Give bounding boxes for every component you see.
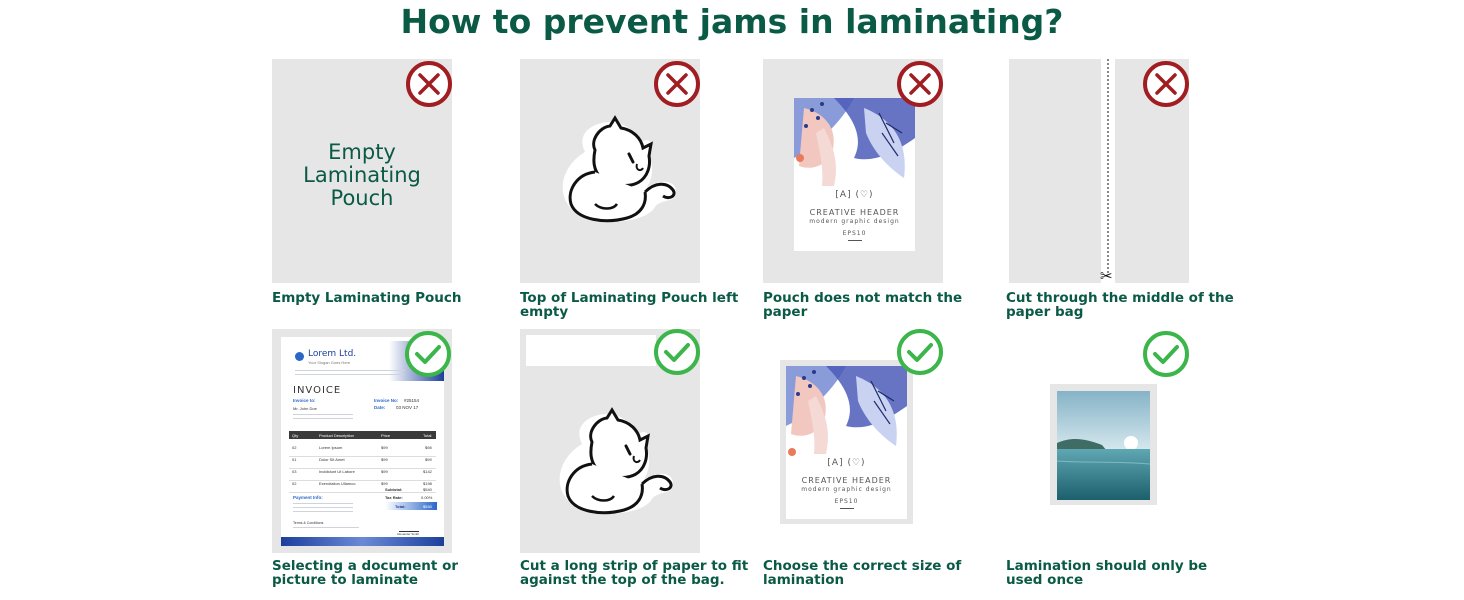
table-row: 03 Incididunt Ut Labore $99 $142 xyxy=(289,469,436,481)
row-description: Incididunt Ut Labore xyxy=(319,469,355,474)
row-total: $142 xyxy=(423,469,432,474)
poster-subheader: modern graphic design xyxy=(801,486,892,493)
row-qty: 03 xyxy=(292,469,297,474)
table-row: 02 Lorem Ipsum $99 $98 xyxy=(289,445,436,457)
row-price: $99 xyxy=(381,457,388,462)
pouch-label-line-3: Pouch xyxy=(330,186,394,210)
creative-poster-image: [A] (♡) CREATIVE HEADER modern graphic d… xyxy=(794,98,915,251)
invoice-no: #25154 xyxy=(404,398,420,403)
subtotal-value: $540 xyxy=(423,487,432,492)
table-row: 02 Exercitation Ullamco $99 $198 xyxy=(289,481,436,493)
col-price: Price xyxy=(381,433,391,438)
poster-logo: [A] (♡) xyxy=(827,458,866,468)
x-circle-icon xyxy=(654,61,700,107)
invoice-rows: 02 Lorem Ipsum $99 $98 01 Dolor Sit Amet… xyxy=(289,445,436,493)
row-total: $198 xyxy=(423,481,432,486)
caption-correct-size: Choose the correct size of lamination xyxy=(763,558,962,588)
company-name: Lorem Ltd. xyxy=(308,349,357,359)
caption-cut-middle: Cut through the middle of the paper bag xyxy=(1006,290,1234,320)
row-description: Lorem Ipsum xyxy=(319,445,343,450)
creative-poster-image: [A] (♡) CREATIVE HEADER modern graphic d… xyxy=(786,366,907,519)
row-description: Dolor Sit Amet xyxy=(319,457,345,462)
x-circle-icon xyxy=(406,61,452,107)
poster-eps: EPS10 xyxy=(834,498,859,505)
client-name: Mr. John Doe xyxy=(293,406,317,411)
date-value: 03 NOV 17 xyxy=(396,405,419,410)
x-circle-icon xyxy=(897,61,943,107)
caption-mismatch: Pouch does not match the paper xyxy=(763,290,963,320)
caption-strip: Cut a long strip of paper to fit against… xyxy=(520,558,749,588)
total-bar xyxy=(385,502,437,510)
invoice-to-label: Invoice to: xyxy=(293,398,316,403)
pouch-panel-left xyxy=(1009,59,1101,283)
tax-value: 0.00% xyxy=(421,495,433,500)
caption-empty-pouch: Empty Laminating Pouch xyxy=(272,290,462,306)
cut-line xyxy=(1107,59,1109,273)
pouch-label-line-1: Empty xyxy=(328,140,396,164)
check-circle-icon xyxy=(654,329,700,375)
tax-label: Tax Rate: xyxy=(385,495,403,500)
row-description: Exercitation Ullamco xyxy=(319,481,356,486)
scissors-icon: ✂ xyxy=(1100,267,1113,285)
poster-eps: EPS10 xyxy=(842,230,867,237)
row-price: $99 xyxy=(381,481,388,486)
date-label: Date: xyxy=(374,405,386,410)
payment-label: Payment Info: xyxy=(293,495,323,500)
caption-top-empty: Top of Laminating Pouch left empty xyxy=(520,290,739,320)
cat-sticker-image xyxy=(562,115,676,223)
signature-image xyxy=(399,525,419,532)
check-circle-icon xyxy=(405,331,451,377)
row-price: $99 xyxy=(381,469,388,474)
pouch-label-line-2: Laminating xyxy=(303,163,421,187)
check-circle-icon xyxy=(897,329,943,375)
invoice-heading: INVOICE xyxy=(293,385,342,396)
table-row: 01 Dolor Sit Amet $99 $99 xyxy=(289,457,436,469)
x-circle-icon xyxy=(1143,61,1189,107)
company-logo-icon xyxy=(295,352,304,361)
row-qty: 01 xyxy=(292,457,297,462)
poster-header: CREATIVE HEADER xyxy=(809,208,900,217)
caption-once: Lamination should only be used once xyxy=(1006,558,1208,588)
cat-sticker-image xyxy=(559,407,673,515)
company-tagline: Your Slogan Goes Here xyxy=(308,360,351,365)
caption-document: Selecting a document or picture to lamin… xyxy=(272,558,459,588)
poster-subheader: modern graphic design xyxy=(809,218,900,225)
total-value: $540 xyxy=(423,504,432,509)
pouch-label: Empty Laminating Pouch xyxy=(272,141,452,210)
invoice-no-label: Invoice No: xyxy=(374,398,399,403)
check-circle-icon xyxy=(1143,331,1189,377)
row-qty: 02 xyxy=(292,445,297,450)
col-qty: Qty xyxy=(292,433,299,438)
row-qty: 02 xyxy=(292,481,297,486)
terms-label: Terms & Conditions xyxy=(293,521,324,525)
subtotal-label: Subtotal: xyxy=(385,487,403,492)
row-price: $99 xyxy=(381,445,388,450)
total-label: Total: xyxy=(395,504,406,509)
row-total: $99 xyxy=(425,457,432,462)
col-total: Total xyxy=(423,433,432,438)
paper-strip xyxy=(526,335,656,366)
page-title: How to prevent jams in laminating? xyxy=(400,2,1064,41)
lake-photo-image xyxy=(1057,391,1150,500)
poster-header: CREATIVE HEADER xyxy=(801,476,892,485)
poster-logo: [A] (♡) xyxy=(835,190,874,200)
row-total: $98 xyxy=(425,445,432,450)
invoice-table-header: Qty Product Description Price Total xyxy=(289,431,436,439)
signer-name: Alexander Smith xyxy=(397,532,420,536)
col-description: Product Description xyxy=(319,433,354,438)
